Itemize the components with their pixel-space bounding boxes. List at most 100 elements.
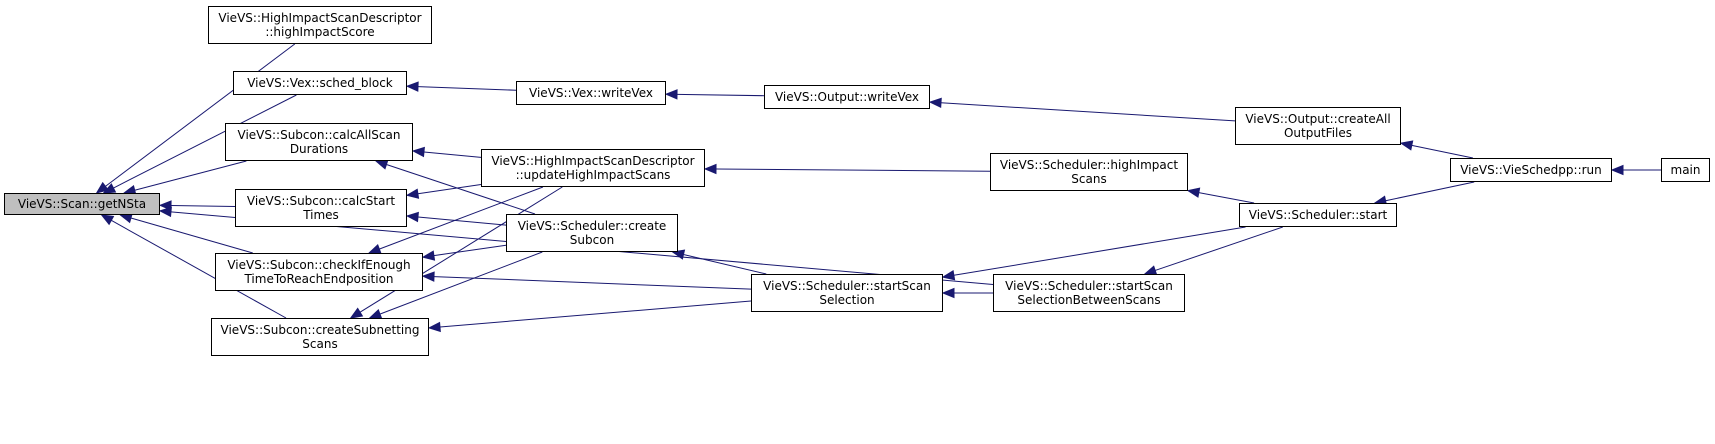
edge-vexWriteVex-to-schedBlock — [405, 81, 517, 92]
edge-startScanSelection-to-createSubnetting — [427, 300, 752, 333]
edge-updateHighImpact-to-calcAllScanDurations — [411, 146, 482, 158]
edge-arrowhead — [1610, 164, 1624, 176]
edge-line — [130, 217, 253, 254]
node-label-line: VieVS::Subcon::checkIfEnough — [227, 258, 411, 272]
edge-arrowhead — [405, 188, 420, 199]
edge-arrowhead — [664, 89, 678, 100]
edge-arrowhead — [427, 321, 441, 333]
edge-arrowhead — [411, 146, 425, 158]
edge-schedulerStart-to-startScanBetween — [1143, 226, 1283, 276]
node-label-line: VieVS::Scheduler::create — [517, 219, 667, 233]
node-label-line: VieVS::Output::createAll — [1245, 112, 1391, 126]
edge-line — [359, 186, 563, 313]
node-label-line: VieVS::Output::writeVex — [774, 90, 920, 104]
edge-highImpactScore-to-getNSta — [95, 43, 296, 194]
edge-schedulerStart-to-startScanSelection — [941, 226, 1246, 281]
node-label-line: VieVS::Subcon::calcAllScan — [237, 128, 401, 142]
node-highimpactscandescriptor-highimpactscore[interactable]: VieVS::HighImpactScanDescriptor ::highIm… — [208, 6, 432, 44]
node-output-createalloutputfiles[interactable]: VieVS::Output::createAll OutputFiles — [1235, 107, 1401, 145]
node-label-line: VieVS::Scheduler::startScan — [1005, 279, 1173, 293]
node-output-writevex[interactable]: VieVS::Output::writeVex — [764, 85, 930, 109]
edge-line — [953, 226, 1246, 276]
node-label-line: VieVS::Vex::writeVex — [529, 86, 653, 100]
edge-createSubcon-to-calcStartTimes — [405, 211, 507, 226]
edge-arrowhead — [119, 213, 133, 224]
node-subcon-createsubnettingscans[interactable]: VieVS::Subcon::createSubnetting Scans — [211, 318, 429, 356]
edge-vieSchedppRun-to-schedulerStart — [1373, 181, 1475, 206]
node-label-line: Durations — [289, 142, 349, 156]
edge-calcAllScanDurations-to-getNSta — [122, 160, 247, 196]
edge-arrowhead — [374, 159, 389, 170]
node-subcon-checkifenoughtimetoreachendposition[interactable]: VieVS::Subcon::checkIfEnough TimeToReach… — [215, 253, 423, 291]
edge-line — [683, 254, 767, 275]
edge-line — [433, 244, 507, 257]
node-label-line: Scans — [302, 337, 338, 351]
edge-arrowhead — [928, 97, 942, 109]
node-vex-sched-block[interactable]: VieVS::Vex::sched_block — [233, 71, 407, 95]
node-scheduler-startscanselection[interactable]: VieVS::Scheduler::startScan Selection — [751, 274, 943, 312]
node-label-line: SelectionBetweenScans — [1017, 293, 1161, 307]
edge-schedulerStart-to-highImpactScans — [1186, 187, 1255, 204]
edge-line — [170, 204, 236, 208]
edge-arrowhead — [671, 249, 686, 260]
edge-line — [423, 151, 482, 158]
node-scheduler-start[interactable]: VieVS::Scheduler::start — [1239, 203, 1397, 227]
edge-line — [1411, 144, 1474, 159]
node-label-line: VieVS::Scheduler::start — [1248, 208, 1388, 222]
edge-updateHighImpact-to-createSubnetting — [349, 186, 563, 319]
node-vieschedpp-run[interactable]: VieVS::VieSchedpp::run — [1450, 158, 1612, 182]
edge-startScanBetween-to-startScanSelection — [941, 287, 993, 299]
node-label-line: Times — [303, 208, 339, 222]
node-scheduler-createsubcon[interactable]: VieVS::Scheduler::create Subcon — [506, 214, 678, 252]
edge-line — [676, 93, 765, 97]
node-label-line: TimeToReachEndposition — [244, 272, 394, 286]
edge-arrowhead — [158, 200, 172, 211]
edge-createAllOutputFiles-to-outputWriteVex — [928, 97, 1236, 122]
edge-createSubcon-to-calcAllScanDurations — [374, 159, 536, 215]
edge-createSubnetting-to-getNSta — [100, 214, 287, 319]
edge-line — [1155, 226, 1283, 271]
node-label-line: VieVS::VieSchedpp::run — [1460, 163, 1602, 177]
node-scheduler-highimpactscans[interactable]: VieVS::Scheduler::highImpact Scans — [990, 153, 1188, 191]
edge-vieSchedppRun-to-createAllOutputFiles — [1399, 140, 1474, 159]
edge-line — [417, 86, 517, 91]
edge-line — [379, 251, 543, 315]
edge-arrowhead — [100, 214, 115, 226]
edge-line — [940, 102, 1236, 122]
node-subcon-calcallscandurations[interactable]: VieVS::Subcon::calcAllScan Durations — [225, 123, 413, 161]
node-label-line: VieVS::Scheduler::highImpact — [999, 158, 1179, 172]
edge-main-to-vieSchedppRun — [1610, 164, 1661, 176]
edge-line — [386, 164, 536, 215]
edge-arrowhead — [349, 307, 364, 319]
edge-arrowhead — [368, 308, 383, 319]
node-label-line: Subcon — [569, 233, 615, 247]
node-label-line: main — [1670, 163, 1701, 177]
edge-arrowhead — [703, 163, 717, 175]
edge-arrowhead — [941, 270, 956, 281]
node-label-line: ::highImpactScore — [265, 25, 375, 39]
edge-line — [417, 183, 482, 195]
edge-arrowhead — [102, 183, 117, 194]
node-label-line: VieVS::Vex::sched_block — [247, 76, 393, 90]
edge-line — [439, 300, 752, 328]
node-label-line: Selection — [819, 293, 875, 307]
edge-line — [1198, 192, 1255, 204]
node-label-line: VieVS::Scan::getNSta — [17, 197, 147, 211]
edge-startScanSelection-to-createSubcon — [671, 249, 767, 275]
node-scheduler-startscanselectionbetweenscans[interactable]: VieVS::Scheduler::startScan SelectionBet… — [993, 274, 1185, 312]
node-vex-writevex[interactable]: VieVS::Vex::writeVex — [516, 81, 666, 105]
edge-checkIfEnough-to-getNSta — [119, 213, 253, 254]
edge-line — [105, 43, 296, 187]
edge-arrowhead — [421, 250, 436, 261]
node-label-line: VieVS::Scheduler::startScan — [763, 279, 931, 293]
node-label-line: ::updateHighImpactScans — [515, 168, 671, 182]
edge-schedBlock-to-getNSta — [102, 94, 297, 194]
node-main[interactable]: main — [1661, 158, 1710, 182]
node-highimpactscandescriptor-updatehighimpactscans[interactable]: VieVS::HighImpactScanDescriptor ::update… — [481, 149, 705, 187]
node-subcon-calcstarttimes[interactable]: VieVS::Subcon::calcStart Times — [235, 189, 407, 227]
edge-startScanSelection-to-checkIfEnough — [421, 271, 752, 290]
edge-line — [1385, 181, 1475, 202]
node-label-line: VieVS::HighImpactScanDescriptor — [491, 154, 695, 168]
